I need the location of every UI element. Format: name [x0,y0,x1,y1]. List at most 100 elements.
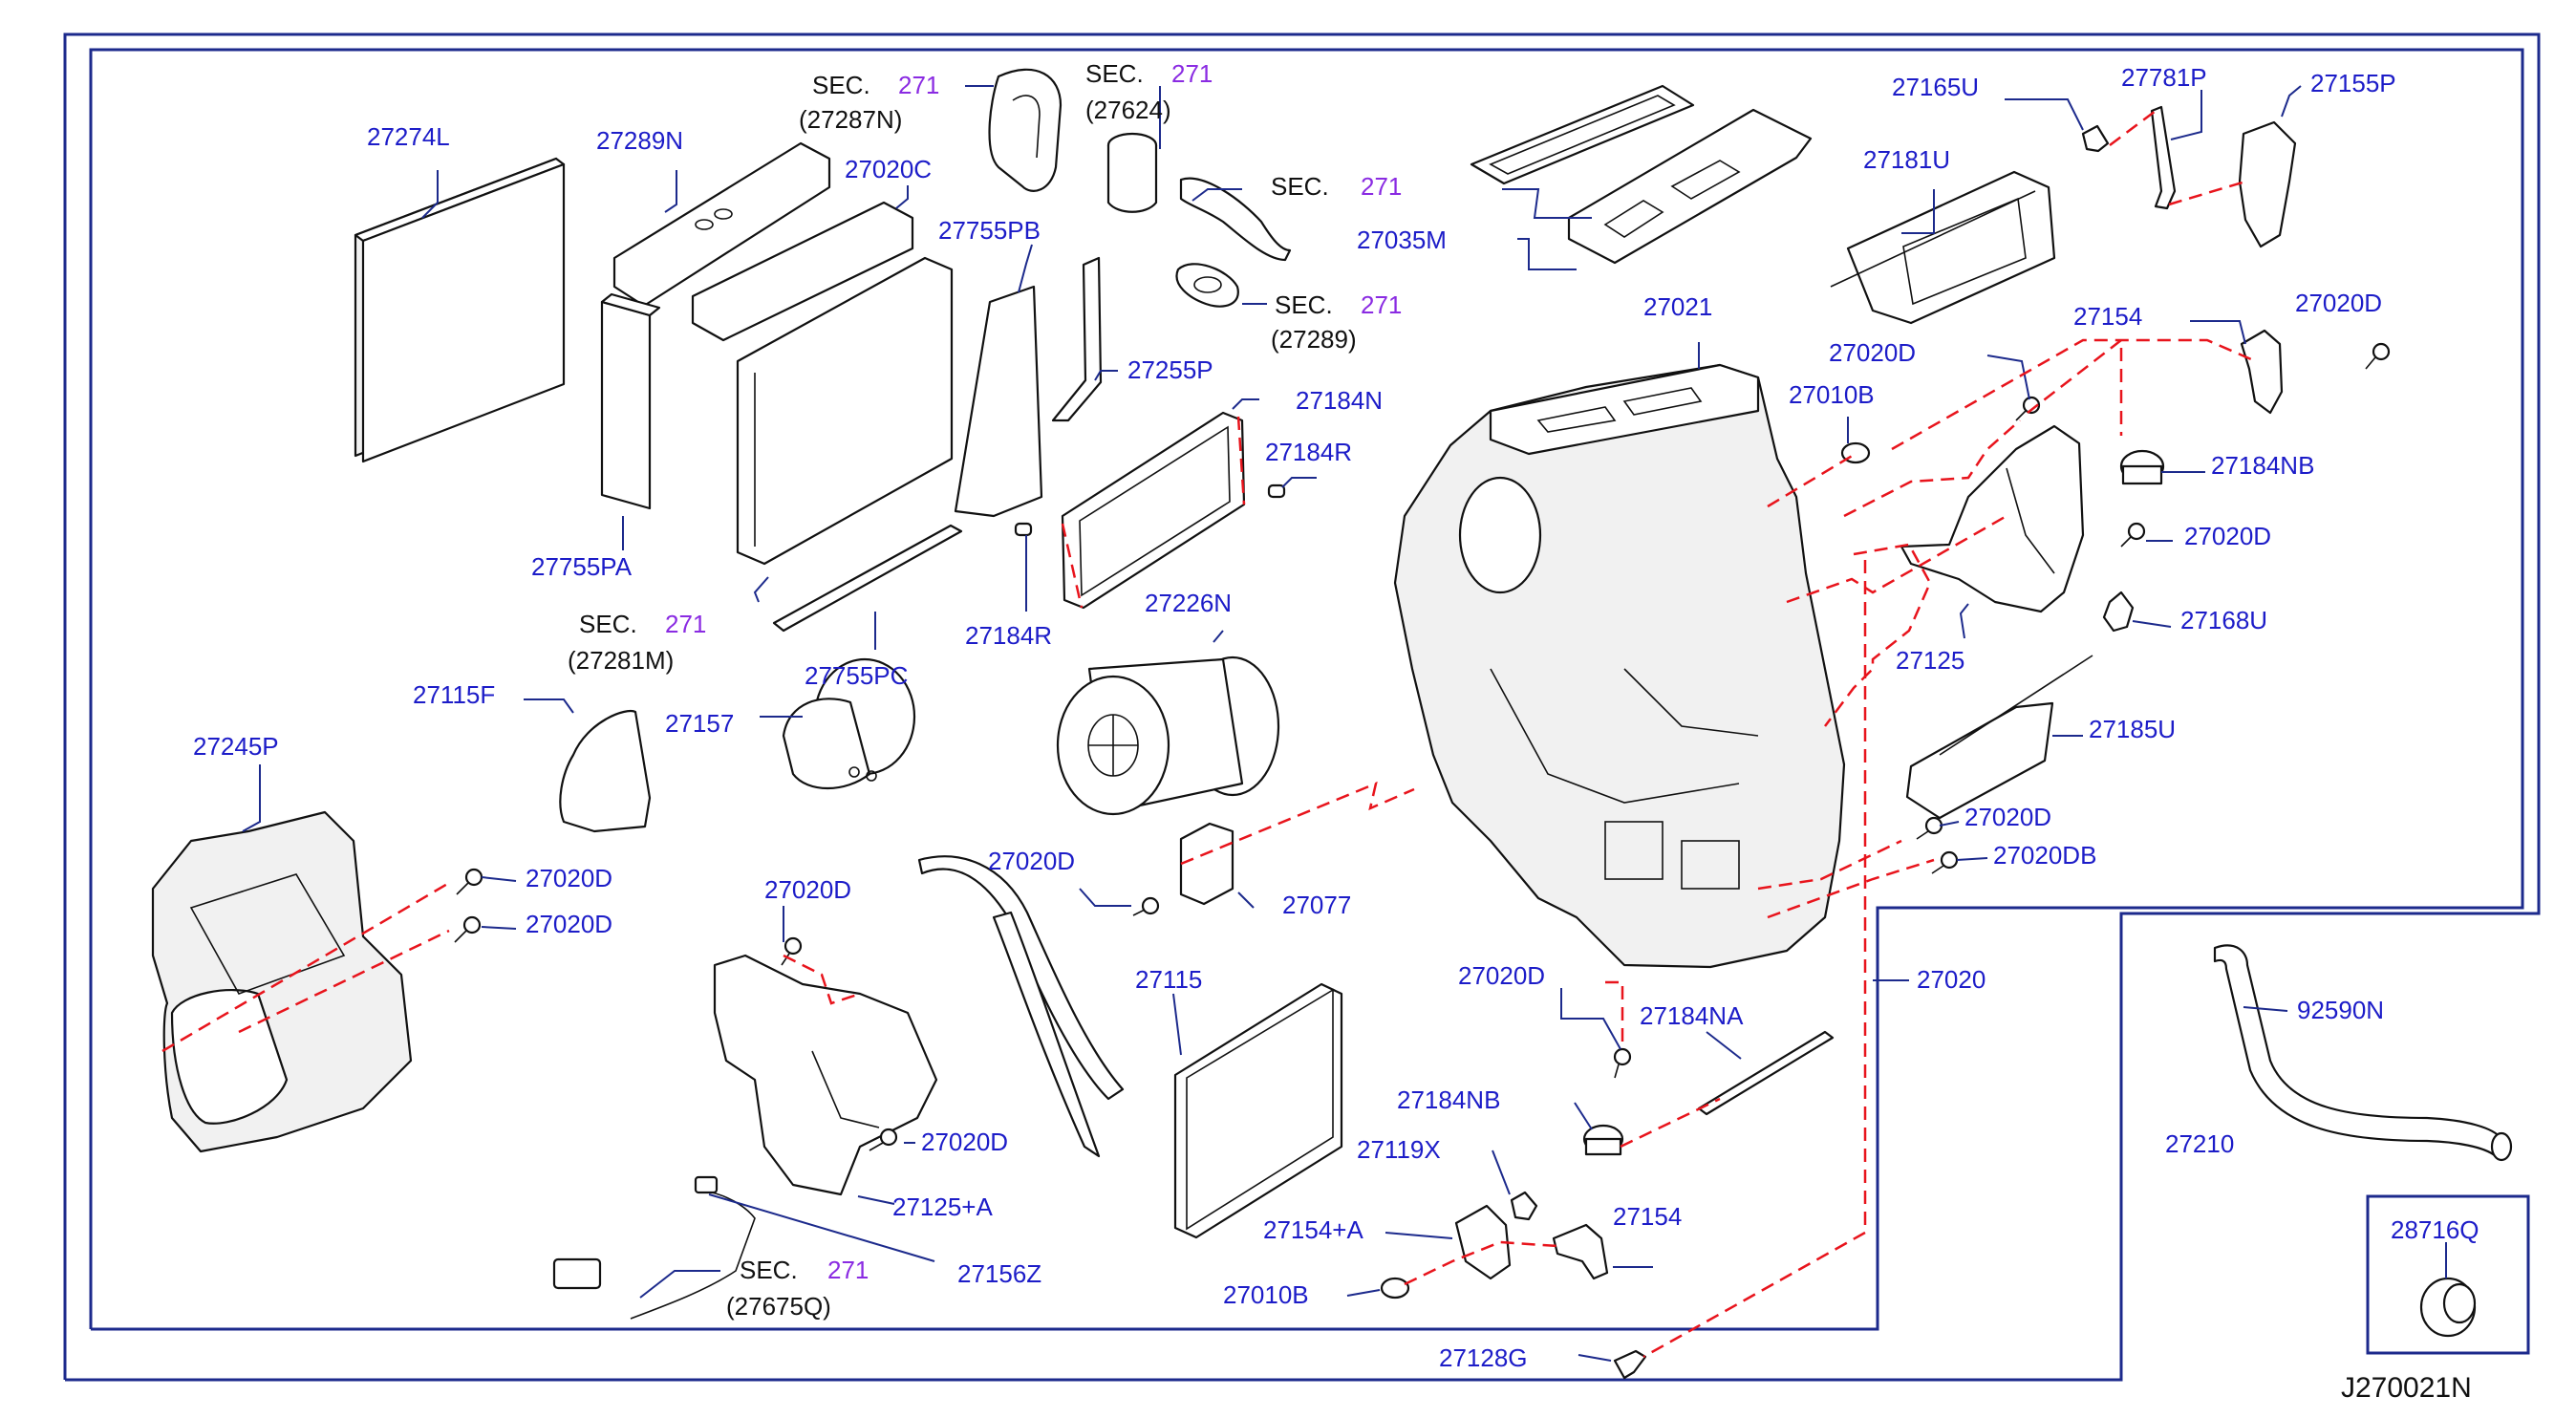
screw-parts [454,342,2391,1151]
sec-label-27675Q: SEC. [740,1256,798,1284]
rod-27781P-part [2150,105,2177,210]
callout-27226N: 27226N [1145,589,1232,617]
heater-core-27115-part [1173,982,1343,1239]
callout-27781P: 27781P [2121,63,2207,92]
evaporator-cover-part [612,141,831,308]
callout-27115: 27115 [1135,965,1202,994]
callout-27755PA: 27755PA [531,552,633,581]
lever-27154-lower-part [1552,1223,1609,1280]
sec-label-27281M: SEC. [579,610,637,638]
cabin-filter-part [354,157,566,463]
callout-27020D-bottom: 27020D [1458,961,1545,990]
callout-27156Z: 27156Z [957,1259,1041,1288]
callout-28716Q: 28716Q [2391,1215,2479,1244]
link-27119X-part [1510,1191,1538,1221]
callout-27020: 27020 [1917,965,1986,994]
callout-27210: 27210 [2165,1129,2234,1158]
callout-27125: 27125 [1896,646,1964,675]
lever-27154-part [2240,329,2284,415]
pin-27184R-parts [1014,483,1286,537]
filter-27035M-upper-part [1470,84,1695,185]
callout-27184N: 27184N [1296,386,1383,415]
blower-motor-part [1056,655,1280,816]
callout-27755PC: 27755PC [805,661,908,690]
sec-label-27287N: SEC. [812,71,870,99]
callout-27115F: 27115F [413,680,495,709]
callout-27184R-upper: 27184R [1265,438,1352,466]
callout-27154-lower: 27154 [1613,1202,1682,1231]
callout-labels: 27274L 27289N 27020C 27755PB 27755PA SEC… [193,59,2479,1404]
callout-27168U: 27168U [2180,606,2267,634]
callout-27274L: 27274L [367,122,450,151]
callout-27128G: 27128G [1439,1343,1528,1372]
diagram-reference-id: J270021N [2341,1372,2472,1404]
link-27155P-part [2238,120,2297,248]
ref-27289: (27289) [1271,325,1357,354]
sensor-27156Z-part [552,1175,756,1320]
fan-27157-part [782,657,916,790]
gear-27184NB-part [2119,449,2165,485]
grommet-28716Q-part [2419,1277,2477,1338]
callout-27184R-lower: 27184R [965,621,1052,650]
sec-number-27624: 271 [1171,59,1213,88]
callout-27020D-bottomcenter: 27020D [764,875,851,904]
sec-number-27675Q: 271 [827,1256,869,1284]
callout-27181U: 27181U [1863,145,1950,174]
callout-27165U: 27165U [1892,73,1979,101]
clip-27168U-part [2102,591,2135,633]
callout-27157: 27157 [665,709,734,738]
callout-92590N: 92590N [2297,996,2384,1024]
callout-27119X: 27119X [1357,1135,1441,1164]
callout-27155P: 27155P [2310,69,2396,97]
callout-27020C: 27020C [845,155,932,183]
filter-frame-27184N-part [1061,411,1246,610]
callout-27035M: 27035M [1357,226,1447,254]
heater-pipes-27115-part [917,855,1125,1158]
callout-27245P: 27245P [193,732,279,761]
callout-27020D-topright: 27020D [2295,289,2382,317]
ref-27675Q: (27675Q) [726,1292,831,1321]
callout-27184NA: 27184NA [1640,1001,1744,1030]
callout-27020D-left1: 27020D [526,864,612,892]
sec-number-27281M: 271 [665,610,706,638]
filter-27035M-lower-part [1567,108,1813,265]
callout-27010B-lower: 27010B [1223,1280,1309,1309]
heater-unit-27021-part [1393,363,1846,969]
grommet-27010B-part [1380,441,1871,1300]
hose-92590N-part [2213,944,2513,1162]
pipe-sec-271-part [1179,177,1292,262]
evaporator-core-part [736,256,954,566]
callout-27755PB: 27755PB [938,216,1041,245]
callout-27020D-bottom2: 27020D [921,1128,1008,1156]
door-27181U-part [1830,170,2056,325]
sec-label-27289: SEC. [1275,290,1333,319]
door-27185U-part [1905,655,2093,820]
callout-27154A: 27154+A [1263,1215,1363,1244]
leader-lines [242,85,2447,1362]
duct-27287N-part [988,68,1063,192]
callout-27021: 27021 [1643,292,1712,321]
sec-label-pipe: SEC. [1271,172,1329,201]
dashed-leaders [161,110,2252,1359]
lever-27165U-part [2081,124,2110,153]
callout-27289N: 27289N [596,126,683,155]
callout-27010B-upper: 27010B [1789,380,1875,409]
ref-27287N: (27287N) [799,105,902,134]
receiver-27624-part [1106,132,1158,213]
callout-27184NB-upper: 27184NB [2211,451,2314,480]
gear-27184NB-lower-part [1582,1124,1624,1156]
shaft-27184NA-part [1697,1030,1835,1116]
callout-27184NB-lower: 27184NB [1397,1085,1500,1114]
callout-27020D-right2: 27020D [1964,803,2051,831]
ref-27281M: (27281M) [568,646,674,675]
callout-27255P: 27255P [1127,355,1213,384]
sec-label-27624: SEC. [1085,59,1144,88]
sec-number-pipe: 271 [1361,172,1402,201]
callout-27185U: 27185U [2089,715,2176,743]
seal-27755PA-part [600,292,661,510]
seal-strip-27755PC-part [772,524,963,633]
heater-case-27125A-part [713,954,938,1196]
callout-27020D-middle: 27020D [988,847,1075,875]
callout-27154-upper: 27154 [2073,302,2142,331]
grommet-27289-part [1175,263,1239,308]
